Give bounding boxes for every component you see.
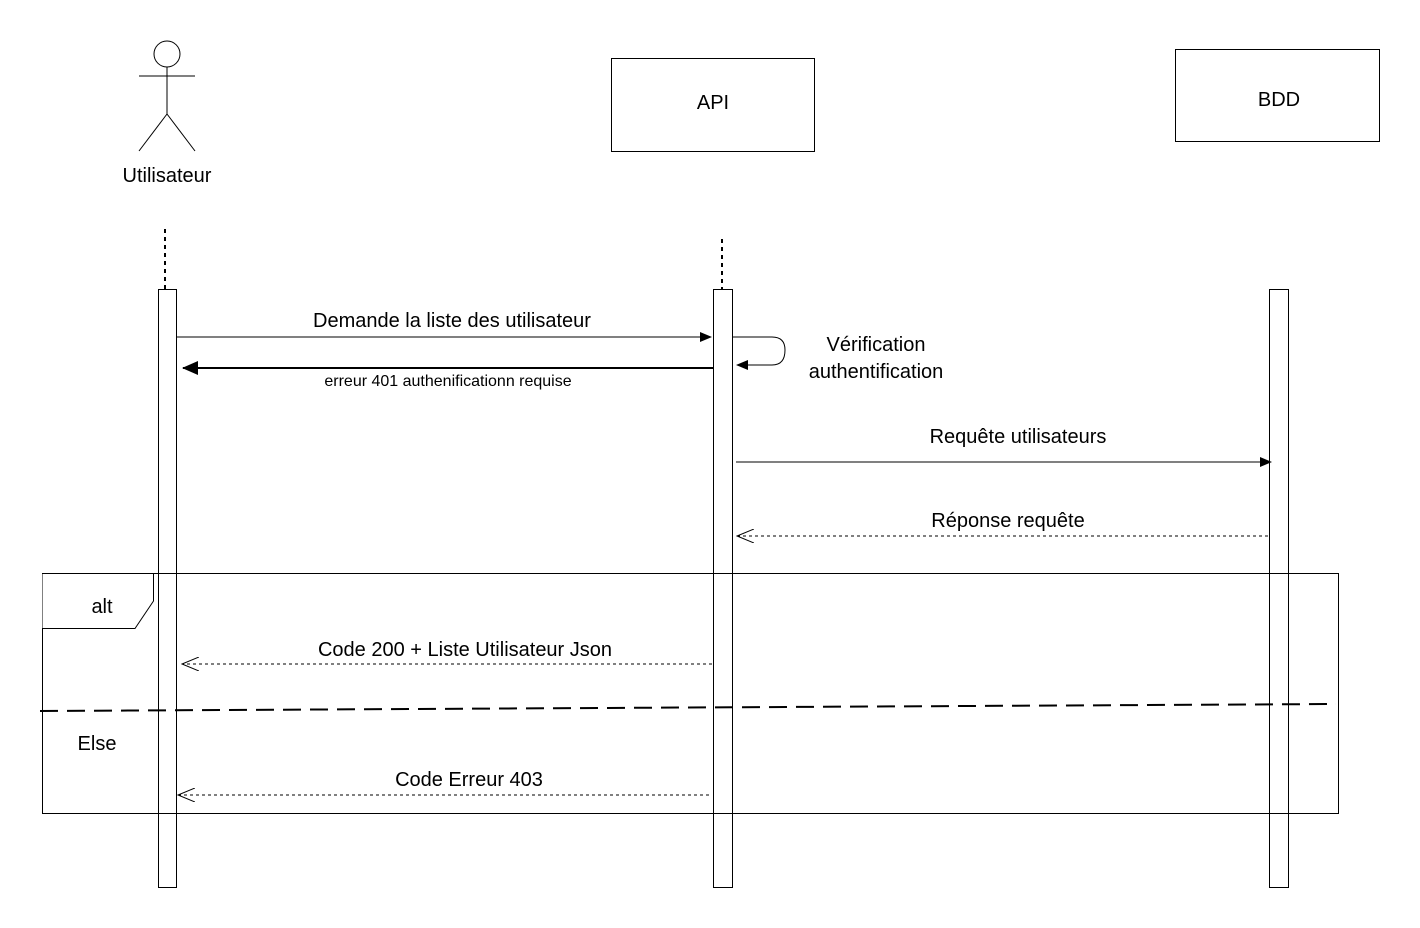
self-message-auth-check: Vérification authentification [733, 334, 943, 383]
message-code-403-label: Code Erreur 403 [395, 769, 543, 791]
user-activation-bar [158, 289, 177, 888]
alt-else-label: Else [78, 733, 117, 755]
message-request-list-label: Demande la liste des utilisateur [313, 310, 591, 332]
message-db-response-label: Réponse requête [931, 510, 1084, 532]
api-activation-bar [713, 289, 733, 888]
message-error-401: erreur 401 authenificationn requise [182, 361, 713, 390]
db-activation-bar [1269, 289, 1289, 888]
alt-else-separator [39, 703, 1337, 712]
message-error-401-label: erreur 401 authenificationn requise [324, 373, 571, 390]
message-db-response: Réponse requête [737, 510, 1268, 536]
self-message-label-line2: authentification [809, 361, 944, 383]
message-code-200: Code 200 + Liste Utilisateur Json [182, 639, 712, 664]
api-participant: API [611, 58, 815, 152]
alt-fragment: alt Else [39, 573, 1339, 814]
db-participant: BDD [1175, 49, 1380, 142]
user-label: Utilisateur [123, 165, 212, 187]
self-message-label-line1: Vérification [827, 334, 926, 356]
message-code-403: Code Erreur 403 [178, 769, 709, 795]
message-db-query-label: Requête utilisateurs [930, 426, 1107, 448]
message-code-200-label: Code 200 + Liste Utilisateur Json [318, 639, 612, 661]
db-label: BDD [1258, 89, 1300, 111]
api-label: API [697, 92, 729, 114]
message-request-list: Demande la liste des utilisateur [177, 310, 712, 342]
user-actor: Utilisateur [123, 40, 212, 187]
message-db-query: Requête utilisateurs [736, 426, 1272, 467]
stick-figure-icon [138, 40, 196, 152]
alt-operator-label: alt [91, 596, 113, 618]
